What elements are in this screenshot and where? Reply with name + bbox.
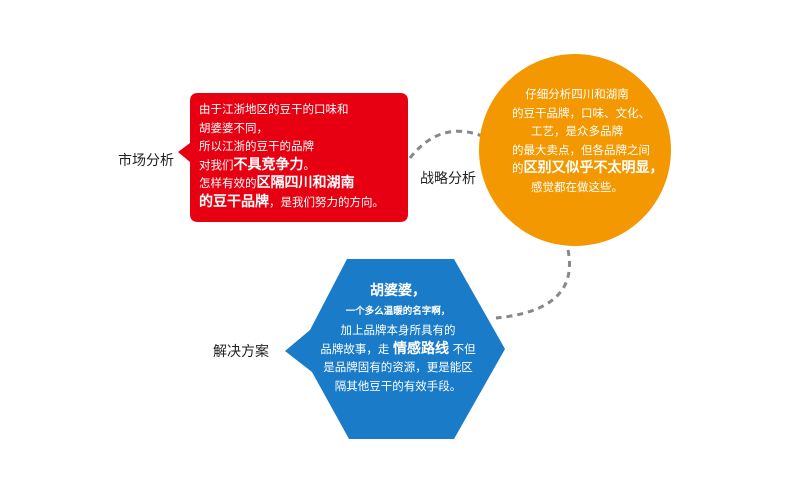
market-text-line: 由于江浙地区的豆干的口味和 xyxy=(199,100,384,119)
body-text: 仔细分析四川和湖南 xyxy=(525,87,629,101)
solution-text-line: 加上品牌本身所具有的 xyxy=(318,321,478,340)
body-text: 的 xyxy=(512,161,524,175)
strategy-analysis-label: 战略分析 xyxy=(420,171,476,187)
strategy-bubble xyxy=(479,54,671,246)
solution-text-line: 胡婆婆， xyxy=(318,282,478,301)
strategy-text-line: 工艺，是众多品牌 xyxy=(512,122,642,141)
solution-hexagon xyxy=(285,259,505,439)
market-text-line: 怎样有效的区隔四川和湖南 xyxy=(199,174,384,193)
solution-text-line: 隔其他豆干的有效手段。 xyxy=(318,377,478,396)
market-text-line: 所以江浙的豆干的品牌 xyxy=(199,137,384,156)
connector-strategy-solution xyxy=(495,249,571,320)
market-text-line: 对我们不具竞争力。 xyxy=(199,156,384,175)
emphasis-text: 区隔四川和湖南 xyxy=(256,175,355,191)
body-text: 感觉都在做这些。 xyxy=(531,179,623,194)
market-bubble xyxy=(178,93,408,222)
market-text-line: 胡婆婆不同， xyxy=(199,119,384,138)
strategy-text-line: 的最大卖点，但各品牌之间 xyxy=(512,141,650,160)
body-text: 怎样有效的 xyxy=(199,176,257,190)
body-text: 。 xyxy=(303,157,316,172)
emphasis-text: 不具竞争力 xyxy=(233,156,304,173)
body-text: 工艺，是众多品牌 xyxy=(531,124,623,138)
solution-text-line: 一个多么温暖的名字啊， xyxy=(318,301,478,322)
body-text: ，是我们努力的方向。 xyxy=(269,194,384,209)
strategy-text-line: 的区别又似乎不太明显， xyxy=(512,159,664,178)
body-text: 不但 xyxy=(449,341,476,356)
body-text: 对我们 xyxy=(199,157,234,172)
connector-market-strategy xyxy=(408,129,483,159)
body-text: 的豆干品牌，口味、文化、 xyxy=(512,105,650,120)
strategy-text: 仔细分析四川和湖南的豆干品牌，口味、文化、工艺，是众多品牌的最大卖点，但各品牌之… xyxy=(512,85,664,197)
body-text: 品牌故事，走 xyxy=(320,341,393,356)
market-text-line: 的豆干品牌，是我们努力的方向。 xyxy=(199,193,384,212)
emphasis-text: 胡婆婆， xyxy=(370,283,426,299)
solution-text-line: 是品牌固有的资源，更是能区 xyxy=(318,358,478,377)
emphasis-text: 的豆干品牌 xyxy=(199,193,269,210)
strategy-text-line: 仔细分析四川和湖南 xyxy=(512,85,642,104)
solution-label: 解决方案 xyxy=(213,344,269,360)
emphasis-text: 区别又似乎不太明显， xyxy=(523,160,664,176)
body-text: 的最大卖点，但各品牌之间 xyxy=(512,142,650,157)
solution-text-line: 品牌故事，走 情感路线 不但 xyxy=(318,340,478,359)
strategy-text-line: 的豆干品牌，口味、文化、 xyxy=(512,104,650,123)
market-text: 由于江浙地区的豆干的口味和胡婆婆不同，所以江浙的豆干的品牌对我们不具竞争力。怎样… xyxy=(199,100,384,211)
market-analysis-label: 市场分析 xyxy=(118,153,174,169)
solution-text: 胡婆婆，一个多么温暖的名字啊，加上品牌本身所具有的品牌故事，走 情感路线 不但是… xyxy=(318,282,478,395)
strategy-text-line: 感觉都在做这些。 xyxy=(512,178,642,197)
body-text: 胡婆婆不同， xyxy=(199,120,268,135)
body-text: 一个多么温暖的名字啊， xyxy=(345,305,451,317)
body-text: 所以江浙的豆干的品牌 xyxy=(199,139,314,153)
body-text: 加上品牌本身所具有的 xyxy=(340,323,456,337)
body-text: 隔其他豆干的有效手段。 xyxy=(334,378,462,393)
body-text: 是品牌固有的资源，更是能区 xyxy=(323,360,473,374)
emphasis-text: 情感路线 xyxy=(393,340,449,357)
body-text: 由于江浙地区的豆干的口味和 xyxy=(199,102,349,116)
